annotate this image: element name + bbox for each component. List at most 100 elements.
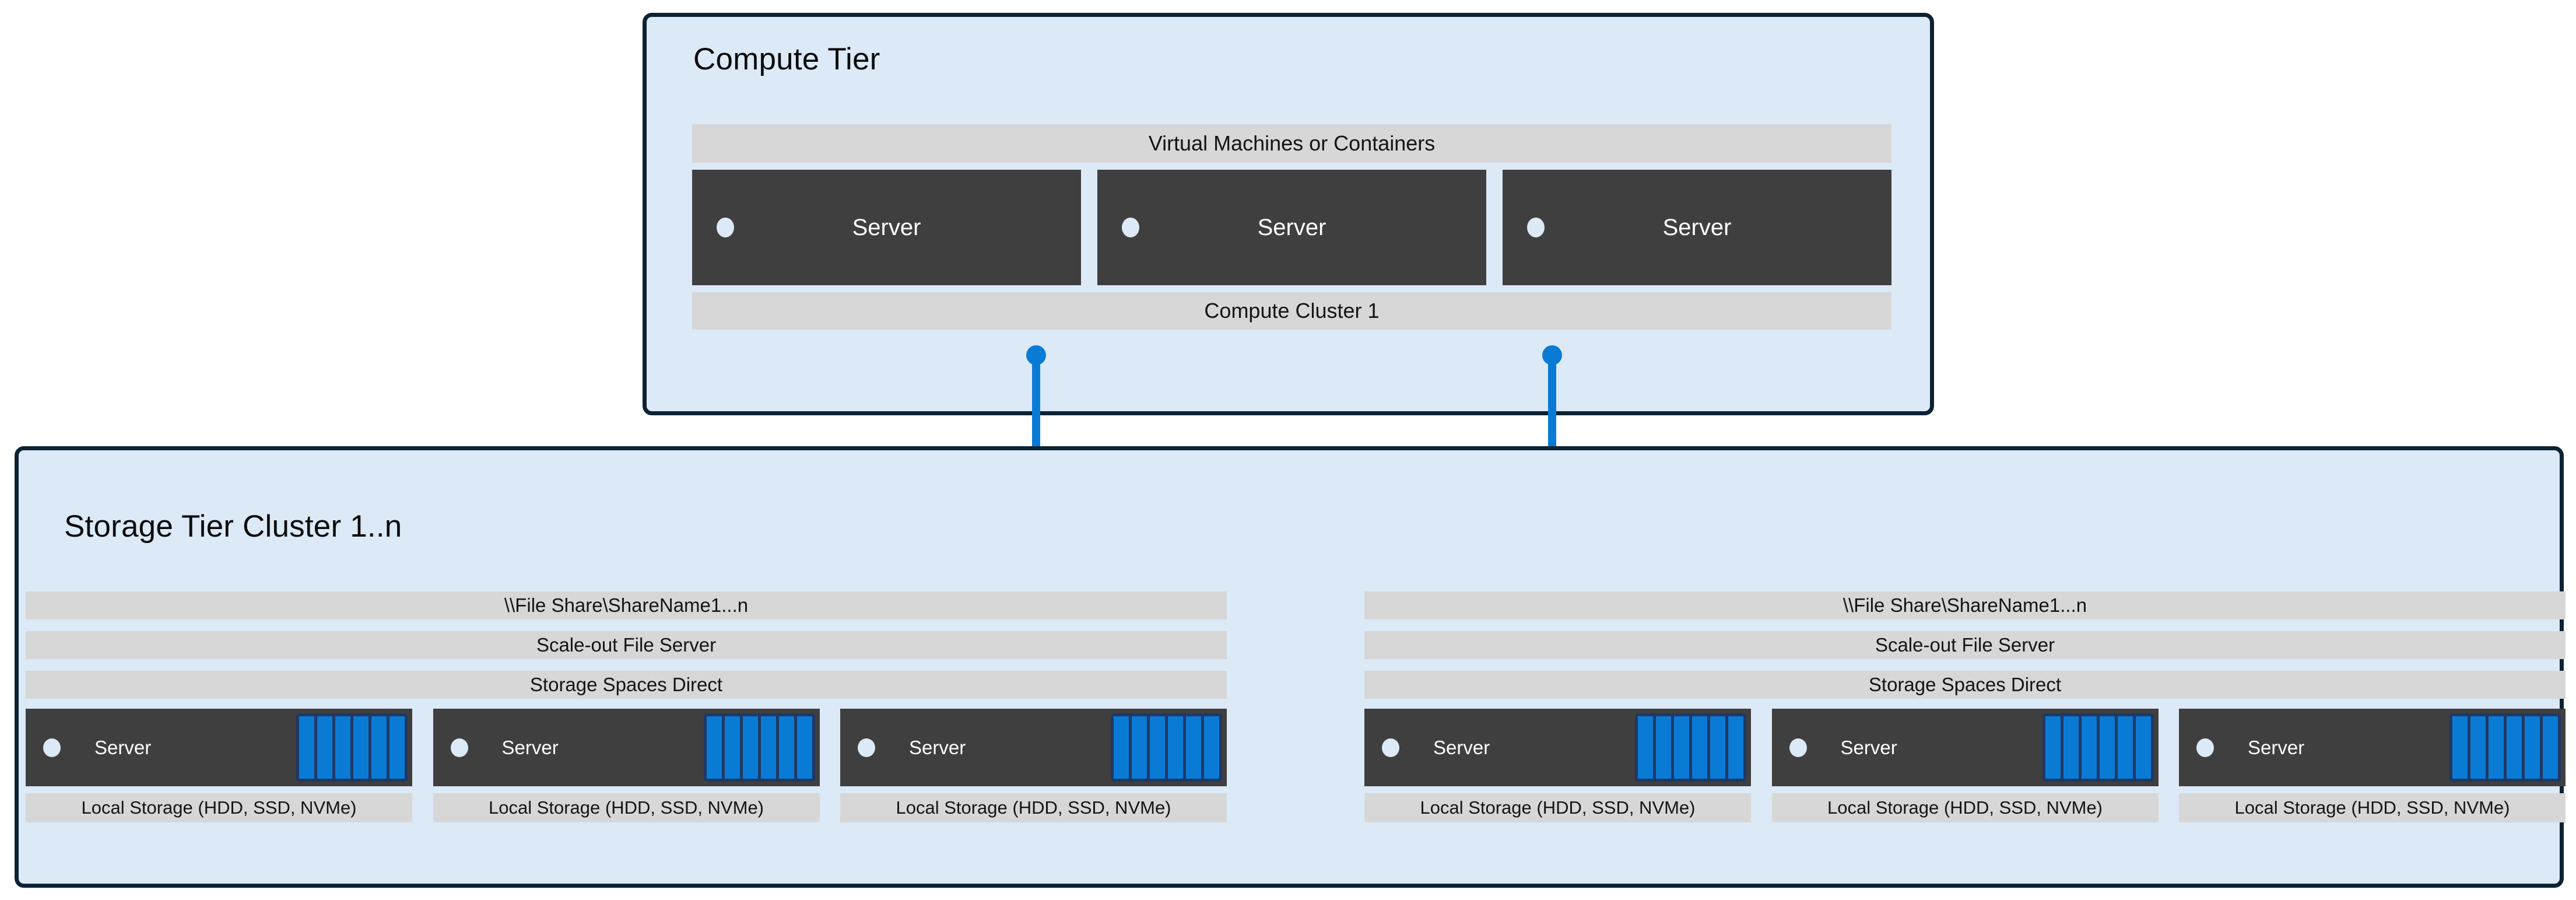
storage-server-label: Server bbox=[1840, 736, 1897, 758]
status-dot-icon bbox=[858, 738, 875, 757]
storage-node-row: Server Local Storage (HDD, SSD, NVMe) bbox=[26, 709, 1227, 825]
disk-array bbox=[1111, 713, 1222, 782]
disk-icon bbox=[317, 716, 332, 779]
storage-server-node-5[interactable]: Server Local Storage (HDD, SSD, NVMe) bbox=[1771, 709, 2159, 825]
compute-server-label: Server bbox=[1662, 214, 1732, 240]
disk-icon bbox=[1692, 716, 1707, 779]
storage-cluster-1: \\File Share\ShareName1...n Scale-out Fi… bbox=[14, 450, 1256, 884]
disk-icon bbox=[1656, 716, 1671, 779]
disk-icon bbox=[2063, 716, 2079, 779]
storage-spaces-direct-band: Storage Spaces Direct bbox=[26, 671, 1227, 699]
disk-icon bbox=[2081, 716, 2097, 779]
disk-icon bbox=[1710, 716, 1725, 779]
disk-icon bbox=[1186, 716, 1201, 779]
storage-server-body: Server bbox=[1364, 709, 1751, 786]
compute-server-node-2[interactable]: Server bbox=[1097, 170, 1486, 285]
disk-icon bbox=[2470, 716, 2486, 779]
disk-icon bbox=[706, 716, 722, 779]
local-storage-band: Local Storage (HDD, SSD, NVMe) bbox=[433, 793, 820, 822]
scale-out-file-server-band: Scale-out File Server bbox=[1364, 631, 2566, 659]
disk-icon bbox=[1168, 716, 1183, 779]
disk-icon bbox=[1150, 716, 1165, 779]
status-dot-icon bbox=[1789, 738, 1807, 757]
compute-tier-container: Compute Tier Virtual Machines or Contain… bbox=[643, 13, 1934, 415]
disk-icon bbox=[2045, 716, 2061, 779]
disk-icon bbox=[742, 716, 758, 779]
disk-icon bbox=[1132, 716, 1147, 779]
disk-array bbox=[296, 713, 408, 782]
disk-icon bbox=[2525, 716, 2540, 779]
storage-tier-title: Storage Tier Cluster 1..n bbox=[64, 509, 402, 544]
disk-icon bbox=[724, 716, 740, 779]
storage-tier-container: Storage Tier Cluster 1..n \\File Share\S… bbox=[14, 446, 2566, 888]
compute-server-label: Server bbox=[852, 214, 921, 240]
local-storage-band: Local Storage (HDD, SSD, NVMe) bbox=[840, 793, 1227, 822]
disk-array bbox=[2449, 713, 2561, 782]
local-storage-band: Local Storage (HDD, SSD, NVMe) bbox=[2179, 793, 2566, 822]
compute-server-node-3[interactable]: Server bbox=[1503, 170, 1891, 285]
storage-server-body: Server bbox=[2179, 709, 2566, 786]
disk-icon bbox=[353, 716, 368, 779]
disk-icon bbox=[371, 716, 387, 779]
disk-array bbox=[1635, 713, 1746, 782]
storage-server-body: Server bbox=[26, 709, 412, 786]
disk-icon bbox=[389, 716, 405, 779]
disk-icon bbox=[335, 716, 350, 779]
disk-icon bbox=[2507, 716, 2522, 779]
local-storage-band: Local Storage (HDD, SSD, NVMe) bbox=[1771, 793, 2159, 822]
storage-server-label: Server bbox=[2248, 736, 2305, 758]
compute-server-node-1[interactable]: Server bbox=[692, 170, 1081, 285]
storage-server-node-6[interactable]: Server Local Storage (HDD, SSD, NVMe) bbox=[2179, 709, 2566, 825]
storage-server-node-3[interactable]: Server Local Storage (HDD, SSD, NVMe) bbox=[840, 709, 1227, 825]
disk-icon bbox=[2543, 716, 2558, 779]
file-share-band: \\File Share\ShareName1...n bbox=[26, 591, 1227, 619]
local-storage-band: Local Storage (HDD, SSD, NVMe) bbox=[1364, 793, 1751, 822]
disk-icon bbox=[1114, 716, 1129, 779]
storage-cluster-2: \\File Share\ShareName1...n Scale-out Fi… bbox=[1353, 450, 2576, 884]
file-share-band: \\File Share\ShareName1...n bbox=[1364, 591, 2566, 619]
storage-server-label: Server bbox=[909, 736, 966, 758]
storage-server-body: Server bbox=[840, 709, 1227, 786]
disk-icon bbox=[2135, 716, 2151, 779]
status-dot-icon bbox=[717, 218, 734, 237]
disk-icon bbox=[2489, 716, 2504, 779]
storage-server-body: Server bbox=[433, 709, 820, 786]
disk-icon bbox=[2452, 716, 2468, 779]
status-dot-icon bbox=[1382, 738, 1399, 757]
disk-array bbox=[2042, 713, 2154, 782]
storage-node-row: Server Local Storage (HDD, SSD, NVMe) bbox=[1364, 709, 2566, 825]
disk-icon bbox=[1204, 716, 1219, 779]
storage-server-node-4[interactable]: Server Local Storage (HDD, SSD, NVMe) bbox=[1364, 709, 1751, 825]
storage-server-node-1[interactable]: Server Local Storage (HDD, SSD, NVMe) bbox=[26, 709, 412, 825]
disk-array bbox=[703, 713, 815, 782]
disk-icon bbox=[778, 716, 794, 779]
disk-icon bbox=[1638, 716, 1653, 779]
disk-icon bbox=[1728, 716, 1743, 779]
disk-icon bbox=[2099, 716, 2115, 779]
disk-icon bbox=[796, 716, 812, 779]
connector-endpoint-dot-icon bbox=[1026, 345, 1046, 365]
status-dot-icon bbox=[1527, 218, 1545, 237]
status-dot-icon bbox=[450, 738, 468, 757]
compute-cluster-band: Compute Cluster 1 bbox=[692, 292, 1891, 330]
status-dot-icon bbox=[1122, 218, 1139, 237]
status-dot-icon bbox=[2196, 738, 2214, 757]
disk-icon bbox=[2117, 716, 2133, 779]
storage-server-label: Server bbox=[94, 736, 152, 758]
virtual-machines-band: Virtual Machines or Containers bbox=[692, 124, 1891, 163]
storage-spaces-direct-band: Storage Spaces Direct bbox=[1364, 671, 2566, 699]
compute-server-row: Server Server Server bbox=[692, 170, 1891, 285]
disk-icon bbox=[299, 716, 314, 779]
disk-icon bbox=[760, 716, 776, 779]
storage-server-node-2[interactable]: Server Local Storage (HDD, SSD, NVMe) bbox=[433, 709, 820, 825]
compute-tier-title: Compute Tier bbox=[693, 42, 880, 76]
storage-server-body: Server bbox=[1771, 709, 2159, 786]
local-storage-band: Local Storage (HDD, SSD, NVMe) bbox=[26, 793, 412, 822]
compute-server-label: Server bbox=[1257, 214, 1326, 240]
storage-server-label: Server bbox=[501, 736, 559, 758]
disk-icon bbox=[1674, 716, 1689, 779]
storage-server-label: Server bbox=[1433, 736, 1490, 758]
connector-endpoint-dot-icon bbox=[1542, 345, 1562, 365]
scale-out-file-server-band: Scale-out File Server bbox=[26, 631, 1227, 659]
